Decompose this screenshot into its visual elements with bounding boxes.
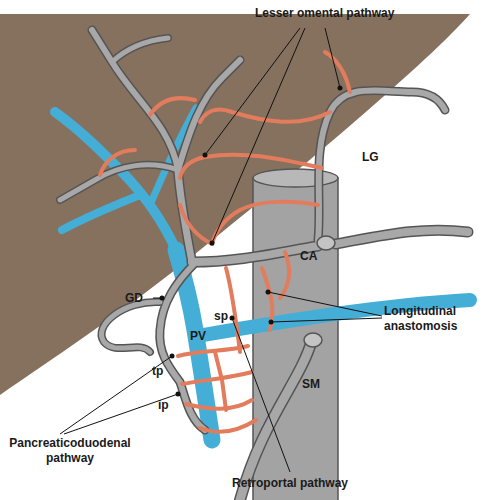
leader-dot	[160, 296, 165, 301]
artery-outlines	[60, 30, 468, 500]
anatomy-label: Retroportal pathway	[232, 476, 348, 491]
gastroepiploic-artery	[101, 302, 160, 352]
leader-dot	[203, 153, 208, 158]
leader-dot	[269, 320, 274, 325]
pancreaticoduodenal-arcade	[178, 346, 248, 356]
artery-outline	[318, 90, 445, 240]
anatomy-label: Pancreaticoduodenal pathway	[0, 436, 140, 466]
leader-dot	[266, 290, 271, 295]
leader-dot	[210, 241, 215, 246]
anatomy-label: GD	[125, 291, 143, 306]
leader-dot	[170, 354, 175, 359]
lesser-omental-collateral	[325, 52, 350, 92]
longitudinal-anastomosis	[280, 252, 289, 298]
anatomy-label: SM	[302, 377, 320, 392]
leader-lines	[60, 28, 382, 472]
lesser-omental-collateral	[180, 155, 322, 178]
leader-dot	[338, 86, 343, 91]
sma-origin	[304, 333, 322, 347]
aorta-top	[253, 169, 338, 187]
leader-line	[60, 356, 172, 434]
artery-outline	[112, 38, 168, 62]
leader-dot	[176, 392, 181, 397]
leader-line	[212, 28, 305, 243]
anatomy-label: Longitudinal anastomosis	[384, 304, 484, 334]
pancreaticoduodenal-arcade	[182, 372, 252, 384]
leader-line	[64, 394, 178, 434]
leader-line	[325, 28, 340, 88]
leader-line	[232, 318, 290, 472]
portal-branch	[62, 195, 140, 230]
anatomy-label: CA	[300, 249, 317, 264]
pancreaticoduodenal-arcade	[215, 352, 226, 410]
artery-outline	[192, 246, 318, 262]
portal-venous-system	[55, 108, 470, 440]
left-gastric-artery	[318, 90, 445, 240]
artery-outline	[60, 165, 178, 200]
hepatic-branch	[112, 38, 168, 62]
anatomy-label: Lesser omental pathway	[255, 6, 394, 21]
aorta	[253, 178, 338, 500]
intrahepatic-collateral	[100, 150, 135, 175]
leader-line	[205, 28, 300, 155]
anatomy-label: sp	[214, 309, 228, 324]
anatomy-label: PV	[190, 329, 206, 344]
anatomy-label: LG	[362, 150, 379, 165]
celiac-origin	[317, 236, 335, 250]
arteries	[60, 30, 468, 500]
liver	[0, 14, 470, 395]
hepatic-branch	[60, 165, 178, 200]
splenic-artery	[336, 230, 468, 244]
anatomy-label: tp	[152, 364, 163, 379]
anatomy-label: ip	[158, 398, 169, 413]
leader-dots	[160, 86, 343, 397]
intrahepatic-collateral	[150, 98, 195, 115]
leader-line	[268, 292, 382, 316]
artery-outline	[336, 230, 468, 244]
retroportal-collateral	[226, 268, 240, 352]
lesser-omental-collateral	[212, 202, 318, 244]
pancreaticoduodenal-arcade	[200, 420, 256, 432]
lesser-omental-collateral	[180, 205, 212, 244]
common-hepatic-artery	[192, 246, 318, 262]
collateral-vessels	[100, 52, 350, 432]
artery-outline	[101, 302, 160, 352]
leader-dot	[230, 316, 235, 321]
pancreaticoduodenal-arcade	[186, 400, 252, 409]
leader-line	[271, 318, 382, 322]
